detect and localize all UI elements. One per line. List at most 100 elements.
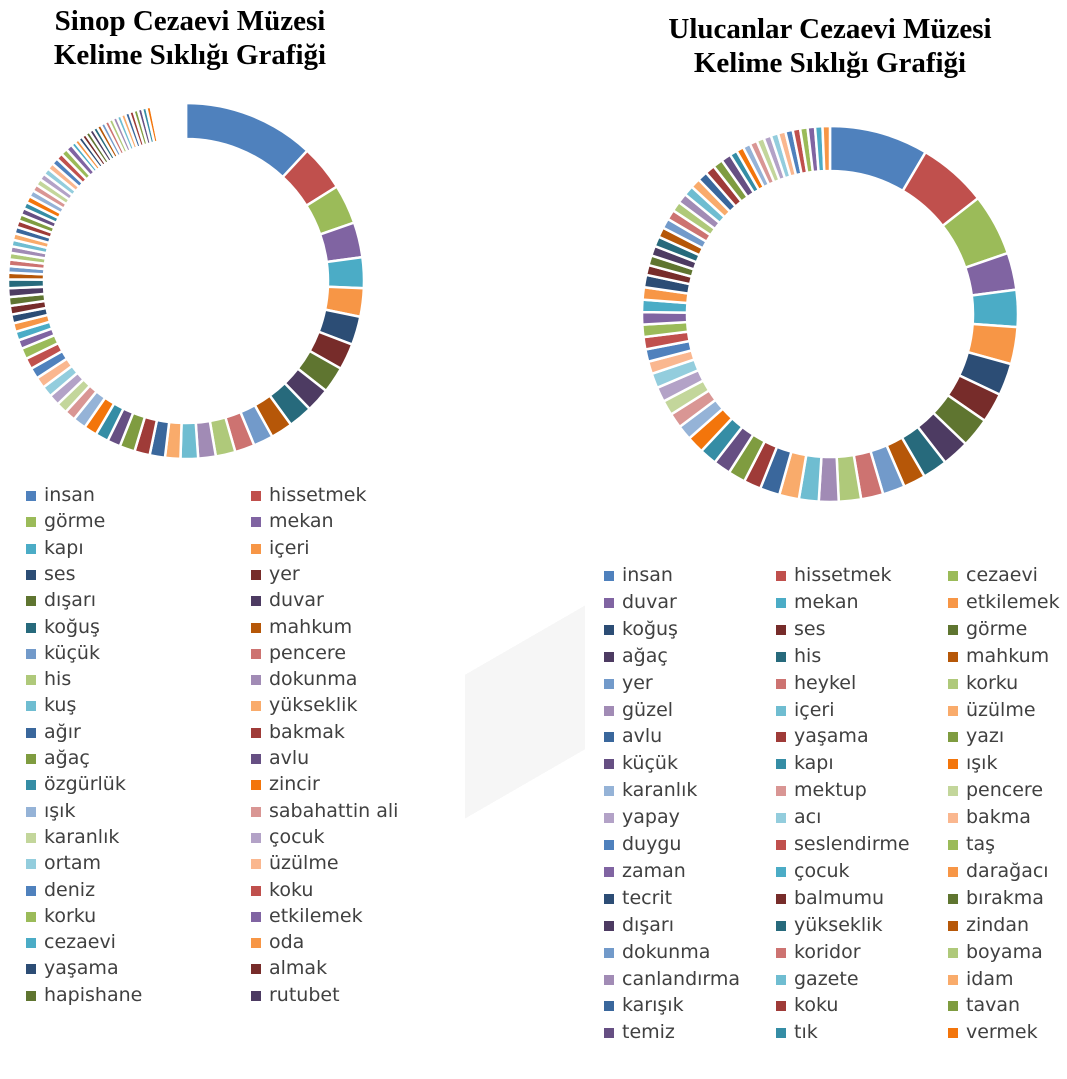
legend-swatch [26, 938, 36, 949]
legend-swatch [604, 947, 614, 958]
legend-label: idam [966, 967, 1014, 990]
legend-swatch [948, 1001, 958, 1012]
legend-label: pencere [966, 779, 1044, 802]
legend-label: koku [269, 878, 314, 901]
legend-label: çocuk [269, 825, 325, 848]
legend-label: cezaevi [44, 931, 116, 954]
legend-label: tık [794, 1021, 818, 1044]
donut-slice-zaman [640, 310, 689, 326]
legend-swatch [604, 678, 614, 689]
legend-swatch [26, 491, 36, 501]
legend-swatch [948, 840, 958, 850]
legend-label: kapı [44, 536, 84, 559]
legend-label: yaşama [44, 957, 119, 980]
legend-label: ağaç [44, 747, 90, 769]
legend-label: mekan [794, 590, 859, 613]
legend-swatch [604, 893, 614, 904]
legend-label: özgürlük [44, 773, 126, 796]
legend-label: içeri [794, 698, 835, 721]
legend-label: kuş [44, 694, 77, 717]
legend-label: yaşama [794, 725, 869, 748]
legend-label: ortam [44, 852, 102, 875]
legend-swatch [948, 678, 958, 689]
donut-slice-insan [184, 101, 310, 179]
legend-swatch [776, 705, 786, 716]
chart-title-ulucanlar: Ulucanlar Cezaevi Müzesi Kelime Sıklığı … [630, 12, 1030, 80]
legend-label: koku [794, 994, 839, 1017]
legend-label: cezaevi [966, 564, 1038, 586]
legend-swatch [251, 543, 261, 554]
legend-swatch [776, 840, 786, 850]
legend-label: dokunma [622, 940, 711, 963]
legend-label: küçük [622, 752, 678, 775]
legend-swatch [776, 1028, 786, 1039]
legend-label: heykel [794, 671, 857, 694]
donut-chart-sinop [6, 101, 366, 461]
legend-swatch [26, 648, 36, 659]
legend-swatch [776, 624, 786, 635]
legend-swatch [251, 832, 261, 843]
legend-swatch [776, 947, 786, 958]
legend-swatch [251, 596, 261, 607]
legend-swatch [604, 813, 614, 824]
legend-swatch [251, 806, 261, 817]
legend-swatch [251, 911, 261, 922]
legend-swatch [604, 866, 614, 877]
legend-swatch [26, 596, 36, 607]
legend-label: zindan [966, 913, 1030, 936]
legend-swatch [251, 938, 261, 949]
legend-label: pencere [269, 641, 347, 664]
legend-swatch [26, 622, 36, 633]
legend-swatch [948, 1028, 958, 1039]
legend-label: etkilemek [966, 590, 1060, 613]
legend-label: korku [44, 904, 97, 927]
legend-label: görme [44, 510, 106, 533]
legend-label: zincir [269, 773, 320, 796]
donut-slice-100 [182, 101, 188, 141]
legend-label: darağacı [966, 859, 1049, 882]
legend-swatch [251, 517, 261, 528]
legend-swatch [251, 859, 261, 870]
legend-label: boyama [966, 940, 1043, 963]
legend-swatch [948, 705, 958, 716]
legend-label: vermek [966, 1021, 1038, 1044]
legend-swatch [604, 759, 614, 770]
legend-swatch [26, 754, 36, 764]
legend-label: üzülme [966, 698, 1036, 721]
chart-title-line-1: Sinop Cezaevi Müzesi [54, 5, 326, 37]
legend-swatch [26, 543, 36, 554]
legend-label: bakmak [269, 720, 345, 743]
legend-label: koridor [794, 940, 861, 963]
legend-swatch [776, 732, 786, 743]
legend-label: yükseklik [269, 694, 358, 717]
legend-swatch [26, 990, 36, 1001]
legend-swatch [251, 780, 261, 791]
legend-swatch [948, 974, 958, 985]
legend-label: yer [269, 562, 300, 585]
legend-swatch [948, 947, 958, 958]
legend-label: yükseklik [794, 913, 883, 936]
legend-label: duvar [622, 590, 677, 613]
legend-label: insan [622, 564, 673, 586]
legend-swatch [251, 754, 261, 764]
legend-label: içeri [269, 536, 310, 559]
legend-swatch [26, 780, 36, 791]
legend-label: görme [966, 617, 1028, 640]
legend-label: bırakma [966, 886, 1044, 909]
legend-label: zaman [622, 859, 686, 882]
legend-swatch [251, 885, 261, 896]
legend-label: taş [966, 833, 995, 855]
legend-label: yazı [966, 725, 1005, 748]
legend-label: sabahattin ali [269, 799, 399, 822]
legend-swatch [604, 786, 614, 797]
legend-swatch [604, 571, 614, 581]
legend-label: ışık [966, 752, 998, 775]
legend-swatch [604, 1028, 614, 1039]
legend-label: dışarı [44, 589, 96, 612]
legend-label: dışarı [622, 913, 674, 936]
legend-swatch [776, 920, 786, 931]
legend-label: ağaç [622, 644, 668, 667]
legend-label: korku [966, 671, 1019, 694]
legend-swatch [604, 705, 614, 716]
legend-swatch [251, 491, 261, 501]
